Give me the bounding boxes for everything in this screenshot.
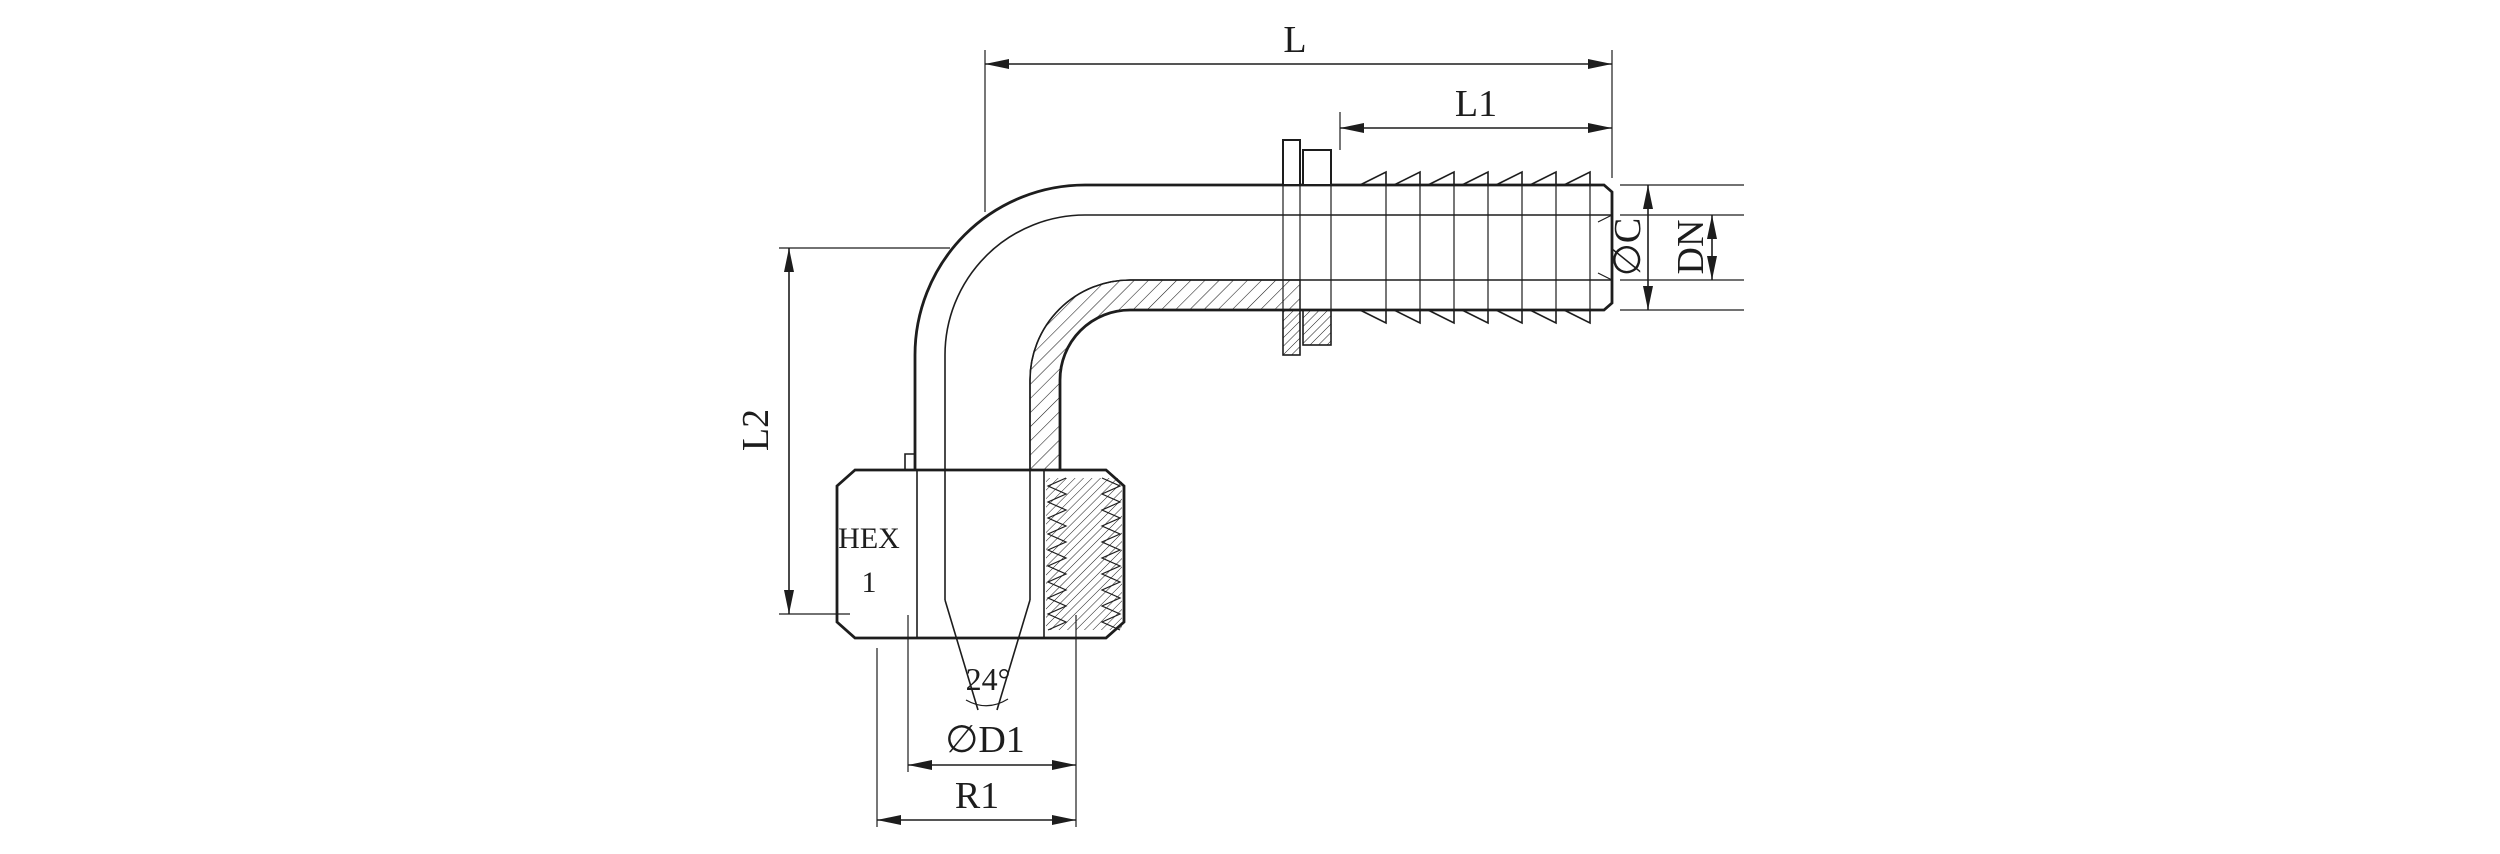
arrow-C-top <box>1643 185 1653 209</box>
dim-label-l: L <box>1283 19 1306 61</box>
arrow-DN-bottom <box>1707 256 1717 280</box>
cone-angle-label: 24° <box>966 661 1011 697</box>
arrow-C-bottom <box>1643 286 1653 310</box>
collar-upper-ring-2 <box>1302 149 1332 186</box>
dim-label-l2: L2 <box>735 409 777 451</box>
thread-profile-right <box>1100 477 1122 631</box>
arrow-L-right <box>1588 59 1612 69</box>
dim-label-dia-c: ∅C <box>1607 218 1649 276</box>
arrow-D1-left <box>908 760 932 770</box>
collar-upper-ring-1 <box>1282 139 1301 186</box>
barb-ring-lines <box>1385 186 1591 309</box>
bore-bottom-line <box>1029 279 1612 470</box>
hex-label-line2: 1 <box>862 566 877 599</box>
outer-profile <box>913 183 1614 470</box>
arrow-L1-left <box>1340 123 1364 133</box>
barb-teeth-top <box>1359 170 1591 186</box>
arrow-DN-top <box>1707 215 1717 239</box>
hex-nut-facet-lines <box>916 470 1045 638</box>
nut-bore-lines <box>944 470 1031 600</box>
collar-lower-ring-2 <box>1302 309 1332 346</box>
shoulder-step <box>904 453 915 470</box>
arrow-D1-right <box>1052 760 1076 770</box>
cone-seat-lines <box>944 599 1031 711</box>
dimension-labels: L L1 L2 ∅C DN HEX 1 24° ∅D1 R1 <box>735 19 1712 817</box>
dim-label-r1: R1 <box>955 775 999 817</box>
dim-label-l1: L1 <box>1455 83 1497 125</box>
arrow-L1-right <box>1588 123 1612 133</box>
collar-crossing-lines <box>1282 186 1332 309</box>
thread-zone-hatch <box>1046 478 1122 630</box>
dim-label-dn: DN <box>1670 220 1712 275</box>
arrow-L-left <box>985 59 1009 69</box>
cone-angle-arc <box>965 698 1009 707</box>
arrow-L2-top <box>784 248 794 272</box>
fitting-body <box>835 139 1614 711</box>
hex-label-line1: HEX <box>838 522 900 555</box>
barb-teeth-bottom <box>1359 309 1591 325</box>
dimension-lines <box>779 50 1744 827</box>
arrow-L2-bottom <box>784 590 794 614</box>
tip-bore-chamfer <box>1597 214 1613 281</box>
witness-lines <box>779 50 1744 827</box>
bore-top-line <box>944 214 1612 470</box>
arrow-R1-left <box>877 815 901 825</box>
collar-lower-ring-1 <box>1282 309 1301 356</box>
thread-profile-left <box>1046 477 1068 631</box>
section-hatch-band <box>1029 279 1301 471</box>
arrow-R1-right <box>1052 815 1076 825</box>
dim-label-dia-d1: ∅D1 <box>945 719 1025 761</box>
